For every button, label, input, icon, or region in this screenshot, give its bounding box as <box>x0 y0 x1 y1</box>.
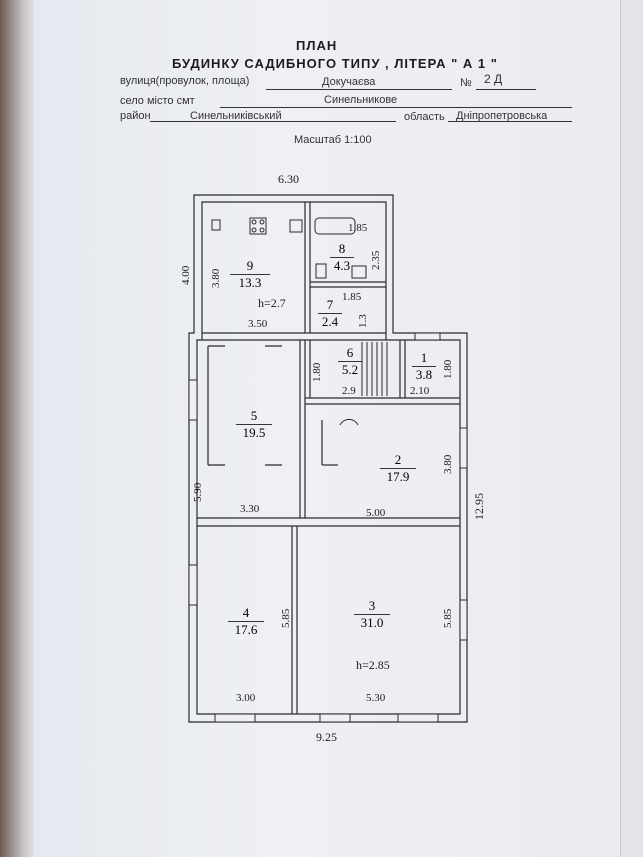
room-8-id: 8 <box>338 241 346 256</box>
dim-top-width: 6.30 <box>278 172 299 186</box>
dim-350: 3.50 <box>248 318 268 330</box>
page-edge-right <box>620 0 643 857</box>
dim-185b: 1.85 <box>342 291 362 303</box>
number-value: 2 Д <box>484 72 503 86</box>
number-underline <box>476 89 536 90</box>
room-3-area: 31.0 <box>354 614 390 631</box>
room-9-id: 9 <box>246 258 254 273</box>
page-edge <box>0 0 34 857</box>
number-label: № <box>460 77 472 89</box>
room-2: 2 17.9 <box>380 452 416 485</box>
dim-bottom-width: 9.25 <box>316 730 337 744</box>
room-5-id: 5 <box>250 408 258 423</box>
room-3-height: h=2.85 <box>356 658 390 672</box>
room-8: 8 4.3 <box>330 241 354 274</box>
room-8-area: 4.3 <box>330 257 354 274</box>
room-6-id: 6 <box>346 345 354 360</box>
room-2-area: 17.9 <box>380 468 416 485</box>
room-6: 6 5.2 <box>338 345 362 378</box>
dim-235: 2.35 <box>370 250 382 270</box>
room-9: 9 13.3 <box>230 258 270 291</box>
room-7: 7 2.4 <box>318 297 342 330</box>
room-3-id: 3 <box>368 598 376 613</box>
dim-380a: 3.80 <box>210 268 222 288</box>
scale-label: Масштаб 1:100 <box>294 134 372 146</box>
district-value: Синельниківський <box>190 110 282 122</box>
room-4: 4 17.6 <box>228 605 264 638</box>
room-1-id: 1 <box>420 350 428 365</box>
settlement-underline <box>220 107 572 108</box>
street-value: Докучаєва <box>322 76 376 88</box>
room-9-height: h=2.7 <box>258 296 286 310</box>
dim-13: 1.3 <box>357 314 369 328</box>
room-5: 5 19.5 <box>236 408 272 441</box>
dim-180a: 1.80 <box>311 362 323 382</box>
street-label: вулиця(провулок, площа) <box>120 75 250 87</box>
room-4-id: 4 <box>242 605 250 620</box>
dim-29: 2.9 <box>342 385 356 397</box>
region-underline <box>448 121 572 122</box>
street-underline <box>266 89 452 90</box>
room-5-area: 19.5 <box>236 424 272 441</box>
doc-title: ПЛАН <box>296 38 338 53</box>
district-underline <box>150 121 396 122</box>
dim-530: 5.30 <box>366 692 386 704</box>
settlement-value: Синельникове <box>324 94 398 106</box>
dim-210: 2.10 <box>410 385 430 397</box>
room-1: 1 3.8 <box>412 350 436 383</box>
room-2-id: 2 <box>394 452 402 467</box>
room-9-area: 13.3 <box>230 274 270 291</box>
doc-subtitle: БУДИНКУ САДИБНОГО ТИПУ , ЛІТЕРА " А 1 " <box>172 56 498 71</box>
region-label: область <box>404 111 445 123</box>
region-value: Дніпропетровська <box>456 110 548 122</box>
dim-300: 3.00 <box>236 692 256 704</box>
dim-overall-height: 12.95 <box>472 493 486 520</box>
dim-585a: 5.85 <box>280 608 292 628</box>
room-4-area: 17.6 <box>228 621 264 638</box>
dim-380b: 3.80 <box>442 454 454 474</box>
dim-185a: 1.85 <box>348 222 368 234</box>
room-6-area: 5.2 <box>338 361 362 378</box>
dim-400: 4.00 <box>180 265 192 285</box>
dim-590: 5.90 <box>192 482 204 502</box>
room-7-id: 7 <box>326 297 334 312</box>
room-3: 3 31.0 <box>354 598 390 631</box>
dim-585b: 5.85 <box>442 608 454 628</box>
district-label: район <box>120 110 151 122</box>
dim-180b: 1.80 <box>442 359 454 379</box>
room-7-area: 2.4 <box>318 313 342 330</box>
dim-500: 5.00 <box>366 507 386 519</box>
dim-330: 3.30 <box>240 503 260 515</box>
settlement-label: село місто смт <box>120 95 195 107</box>
room-1-area: 3.8 <box>412 366 436 383</box>
